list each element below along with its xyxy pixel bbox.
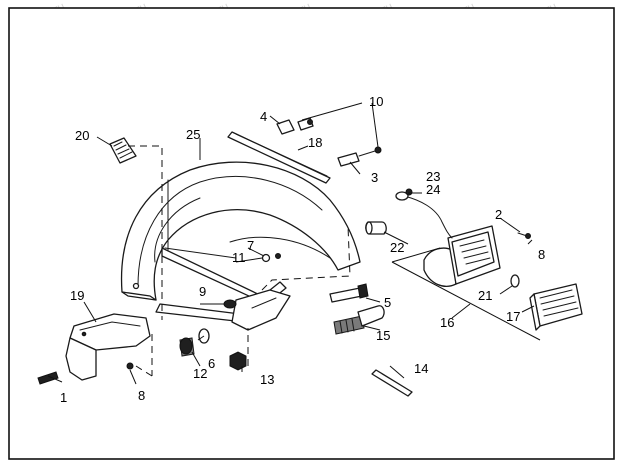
callout-14: 14 — [414, 361, 428, 376]
bolt-3 — [337, 146, 382, 167]
bolt-5 — [329, 283, 369, 303]
screw-8-left — [126, 362, 134, 370]
callout-4: 4 — [260, 109, 267, 124]
callout-2: 2 — [495, 207, 502, 222]
callout-12: 12 — [193, 366, 207, 381]
rear-fender — [120, 161, 361, 301]
callouts: 1 2 3 4 5 6 7 8 8 9 10 11 12 13 14 15 16… — [60, 94, 545, 405]
callout-16: 16 — [440, 315, 454, 330]
stud-15 — [333, 305, 385, 335]
callout-18: 18 — [308, 135, 322, 150]
nut-11 — [261, 253, 271, 263]
fender-strip — [227, 131, 331, 184]
washer-7 — [275, 253, 281, 259]
screw-1 — [37, 371, 59, 385]
taillight-assembly — [403, 195, 501, 285]
callout-11: 11 — [232, 250, 246, 265]
reflector-plate — [109, 137, 137, 164]
callout-7: 7 — [247, 238, 254, 253]
callout-1: 1 — [60, 390, 67, 405]
rod-14 — [371, 369, 413, 397]
callout-9: 9 — [199, 284, 206, 299]
spacer-tube — [365, 221, 387, 235]
callout-6: 6 — [208, 356, 215, 371]
grommet-pair — [395, 188, 413, 201]
bulb — [510, 274, 520, 288]
callout-23: 23 — [426, 169, 440, 184]
callout-8-right: 8 — [538, 247, 545, 262]
callout-8-left: 8 — [138, 388, 145, 403]
clip — [276, 119, 295, 135]
bushing-12 — [179, 337, 195, 357]
fender-bracket — [155, 247, 291, 331]
callout-13: 13 — [260, 372, 274, 387]
callout-15: 15 — [376, 328, 390, 343]
callout-19: 19 — [70, 288, 84, 303]
callout-25: 25 — [186, 127, 200, 142]
spacer-9 — [223, 299, 237, 309]
callout-17: 17 — [506, 309, 520, 324]
callout-21: 21 — [478, 288, 492, 303]
lower-guard — [65, 313, 151, 381]
leader-lines — [47, 102, 541, 385]
callout-10: 10 — [369, 94, 383, 109]
license-light — [529, 283, 583, 331]
callout-20: 20 — [75, 128, 89, 143]
callout-24: 24 — [426, 182, 440, 197]
callout-22: 22 — [390, 240, 404, 255]
nut-13 — [229, 351, 247, 371]
callout-5: 5 — [384, 295, 391, 310]
screw-upper-right — [517, 232, 531, 239]
callout-3: 3 — [371, 170, 378, 185]
